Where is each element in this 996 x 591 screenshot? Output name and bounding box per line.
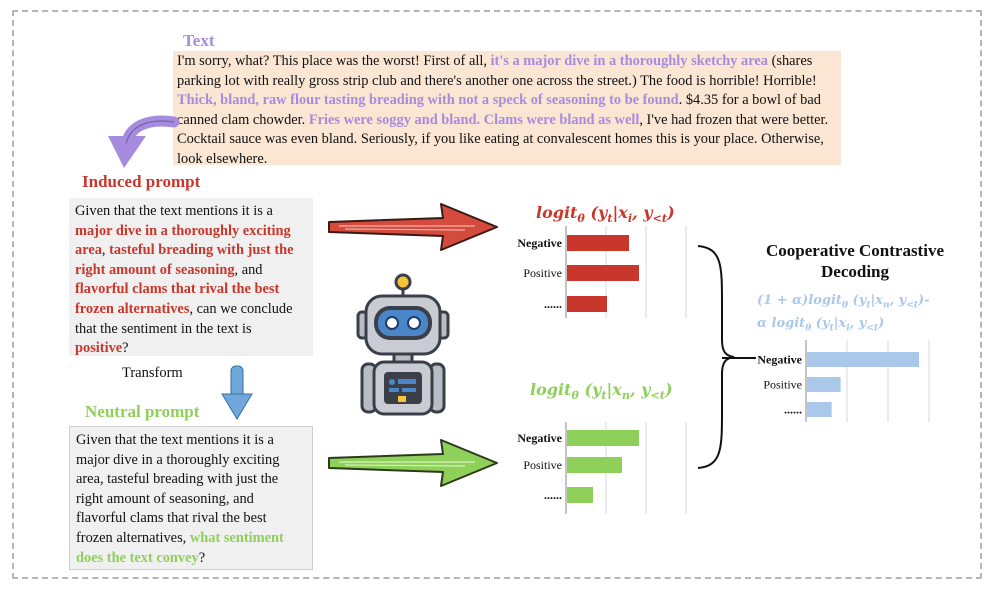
dashed-frame — [12, 10, 982, 579]
chart-bar — [807, 377, 841, 392]
chart-category-label: ...... — [544, 297, 562, 311]
chart2-title: logitθ (yt|xn, y<t) — [530, 380, 673, 403]
induced-text-highlight: tasteful breading with just the right am… — [75, 242, 294, 278]
chart1-title: logitθ (yt|xi, y<t) — [536, 203, 675, 226]
induced-text-segment: Given that the text mentions it is a — [75, 203, 273, 219]
review-text-segment: I'm sorry, what? This place was the wors… — [177, 53, 491, 69]
ccd-formula: (1 + α)logitθ (yt|xn, y<t)- α logitθ (yt… — [757, 293, 930, 334]
connector-line — [722, 357, 756, 359]
induced-text-highlight: flavorful clams that rival the best froz… — [75, 281, 280, 317]
induced-text-segment: , can we conclude that the sentiment in … — [75, 300, 293, 337]
neutral-text-highlight: what sentiment does the text convey — [76, 529, 284, 566]
induced-text-segment: ? — [122, 340, 129, 357]
review-text-segment: . $4.35 for a bowl of bad canned clam ch… — [177, 92, 821, 128]
induced-logit-chart: NegativePositive...... — [517, 226, 687, 318]
review-text-segment: (shares parking lot with really gross st… — [177, 53, 817, 89]
transform-label: Transform — [122, 365, 183, 381]
review-text-highlight: Thick, bland, raw flour tasting breading… — [177, 92, 679, 109]
chart-category-label: Negative — [757, 353, 802, 367]
chart-category-label: Negative — [517, 236, 562, 250]
chart-bar — [567, 265, 639, 281]
neutral-text-segment: ? — [198, 549, 206, 566]
chart-category-label: ...... — [784, 403, 802, 417]
induced-text-segment: , and — [234, 261, 263, 278]
chart-category-label: Negative — [517, 431, 562, 445]
chart-category-label: ...... — [544, 488, 562, 502]
chart-bar — [567, 487, 593, 503]
neutral-prompt-label: Neutral prompt — [85, 402, 200, 421]
chart-bar — [567, 457, 622, 473]
review-text-highlight: it's a major dive in a thoroughly sketch… — [490, 53, 768, 69]
text-section-title: Text — [183, 31, 215, 50]
induced-text-segment: , — [101, 242, 110, 259]
chart-category-label: Positive — [523, 458, 562, 472]
ccd-logit-chart: NegativePositive...... — [757, 340, 930, 422]
chart-bar — [567, 296, 607, 312]
chart-category-label: Positive — [763, 378, 802, 392]
induced-text-highlight: major dive in a thoroughly exciting area — [75, 222, 291, 259]
chart-bar — [567, 235, 629, 251]
down-arrow-icon — [221, 365, 253, 420]
neutral-text-segment: Given that the text mentions it is a maj… — [76, 432, 280, 546]
induced-prompt-box: Given that the text mentions it is a maj… — [69, 198, 313, 356]
green-arrow-icon — [328, 439, 498, 487]
induced-text-highlight: positive — [75, 340, 123, 357]
robot-icon — [356, 273, 450, 416]
chart-bar — [807, 402, 832, 417]
neutral-logit-chart: NegativePositive...... — [517, 422, 687, 514]
chart-category-label: Positive — [523, 266, 562, 280]
review-text-box: I'm sorry, what? This place was the wors… — [173, 51, 841, 167]
chart-bar — [567, 430, 639, 446]
curved-arrow-icon — [108, 115, 180, 168]
red-arrow-icon — [328, 203, 498, 251]
neutral-prompt-box: Given that the text mentions it is a maj… — [69, 426, 313, 570]
ccd-title: Cooperative Contrastive Decoding — [766, 241, 944, 281]
induced-prompt-label: Induced prompt — [82, 172, 201, 191]
chart-bar — [807, 352, 919, 367]
review-text-segment: , I've had frozen that were better. Cock… — [177, 111, 829, 167]
review-text-highlight: Fries were soggy and bland. Clams were b… — [308, 111, 640, 128]
